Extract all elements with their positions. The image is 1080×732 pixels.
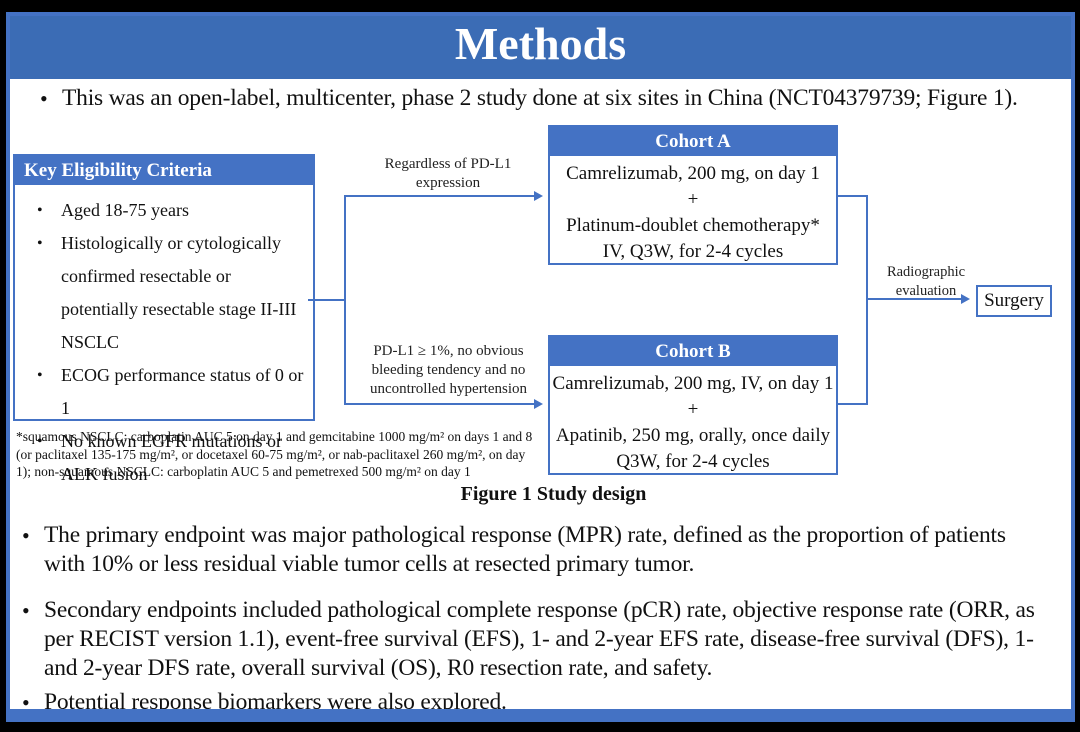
cohort-b-line: Camrelizumab, 200 mg, IV, on day 1 <box>552 373 834 394</box>
cohort-b-line: Q3W, for 2-4 cycles <box>616 451 770 472</box>
chemo-footnote: *squamous NSCLC: carboplatin AUC 5 on da… <box>16 429 533 479</box>
cohort-a-line: IV, Q3W, for 2-4 cycles <box>602 241 784 262</box>
bullet-dot-icon: • <box>37 367 43 384</box>
eligibility-item: • No known EGFR mutations or ALK fusion <box>15 425 309 491</box>
secondary-endpoints-text: Secondary endpoints included pathologica… <box>44 597 1035 681</box>
arrow-right-icon <box>534 399 543 409</box>
eligibility-box: Key Eligibility Criteria • Aged 18-75 yea… <box>13 154 315 484</box>
bullet-dot-icon: • <box>37 235 43 252</box>
eligibility-item-text: Aged 18-75 years <box>61 200 189 220</box>
connector-merge-vertical <box>866 195 868 405</box>
cohort-b-body: Camrelizumab, 200 mg, IV, on day 1 + Apa… <box>550 366 836 475</box>
connector-eligibility-out <box>308 299 345 301</box>
connector-cohort-b-out <box>836 403 868 405</box>
eligibility-item: • Aged 18-75 years <box>15 194 309 227</box>
branch-label-cohort-b: PD-L1 ≥ 1%, no obvious bleeding tendency… <box>369 343 528 397</box>
slide: Methods • This was an open-label, multic… <box>6 12 1075 722</box>
bullet-dot-icon: • <box>22 598 30 623</box>
connector-to-surgery <box>867 298 963 300</box>
eligibility-body: • Aged 18-75 years • Histologically or cyt… <box>15 185 313 491</box>
eligibility-item: • Histologically or cytologically confirm… <box>15 227 309 359</box>
branch-label-cohort-a: Regardless of PD-L1 expression <box>384 156 512 191</box>
arrow-right-icon <box>961 294 970 304</box>
eligibility-item: • ECOG performance status of 0 or 1 <box>15 359 309 425</box>
surgery-label: Surgery <box>984 290 1044 311</box>
bottom-accent-bar <box>6 709 1075 722</box>
connector-to-cohort-a <box>345 195 535 197</box>
intro-bullet: • This was an open-label, multicenter, p… <box>6 84 1066 113</box>
cohort-b-line: + <box>687 399 699 420</box>
connector-to-cohort-b <box>345 403 535 405</box>
cohort-a-box: Cohort A Camrelizumab, 200 mg, on day 1 … <box>548 125 838 265</box>
bullet-dot-icon: • <box>22 690 30 715</box>
bullet-dot-icon: • <box>37 433 43 450</box>
bullet-dot-icon: • <box>37 202 43 219</box>
title-banner: Methods <box>6 12 1075 79</box>
cohort-a-header: Cohort A <box>550 127 836 156</box>
eligibility-item-text: No known EGFR mutations or ALK fusion <box>61 431 283 484</box>
cohort-b-line: Apatinib, 250 mg, orally, once daily <box>555 425 831 446</box>
bullet-dot-icon: • <box>40 86 48 111</box>
intro-bullet-text: This was an open-label, multicenter, pha… <box>62 85 1018 111</box>
primary-endpoint-bullet: • The primary endpoint was major patholo… <box>6 521 1066 579</box>
connector-cohort-a-out <box>836 195 868 197</box>
bullet-dot-icon: • <box>22 523 30 548</box>
arrow-right-icon <box>534 191 543 201</box>
page-title: Methods <box>454 18 627 69</box>
cohort-b-header: Cohort B <box>550 337 836 366</box>
secondary-endpoints-bullet: • Secondary endpoints included pathologi… <box>6 596 1066 683</box>
cohort-a-body: Camrelizumab, 200 mg, on day 1 + Platinu… <box>550 156 836 265</box>
cohort-a-line: Platinum-doublet chemotherapy* <box>566 215 820 236</box>
eligibility-item-text: Histologically or cytologically confirme… <box>61 233 297 352</box>
branch-label-surgery: Radiographic evaluation <box>886 264 966 299</box>
primary-endpoint-text: The primary endpoint was major pathologi… <box>44 522 1006 577</box>
eligibility-item-text: ECOG performance status of 0 or 1 <box>61 365 304 418</box>
cohort-b-box: Cohort B Camrelizumab, 200 mg, IV, on da… <box>548 335 838 475</box>
connector-branch-vertical <box>344 195 346 405</box>
surgery-box: Surgery <box>976 285 1052 317</box>
eligibility-header: Key Eligibility Criteria <box>15 156 313 185</box>
cohort-a-line: Camrelizumab, 200 mg, on day 1 <box>566 163 820 184</box>
cohort-a-line: + <box>687 189 699 210</box>
figure-caption: Figure 1 Study design <box>460 483 647 505</box>
